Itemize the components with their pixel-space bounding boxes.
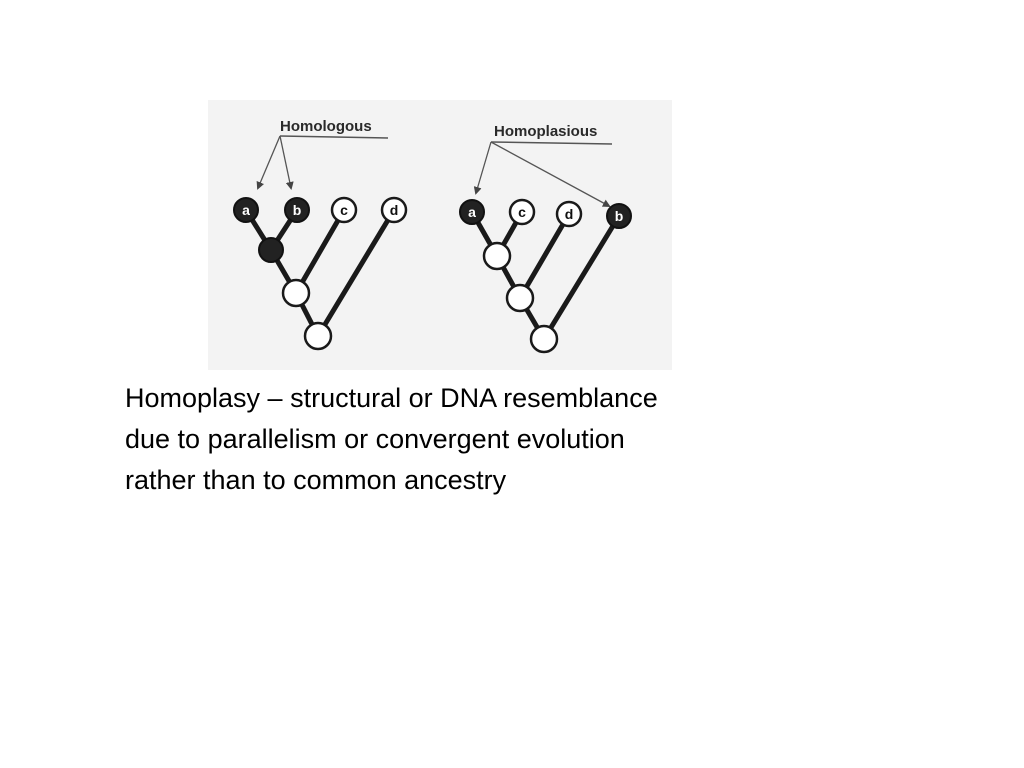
branch-d-to-acd [517, 212, 572, 300]
leaf-label: d [390, 202, 399, 218]
homologous-title: Homologous [280, 118, 372, 135]
homoplasious-title: Homoplasious [494, 123, 597, 140]
homologous-node-ab [258, 237, 284, 263]
homologous-tree: Homologous a b [233, 118, 408, 351]
homoplasious-leaf-b: b [606, 203, 632, 229]
leaf-circle [459, 199, 485, 225]
homologous-leaf-c: c [330, 196, 358, 224]
homoplasious-node-acd [505, 283, 535, 313]
homoplasious-leaf-c: c [508, 198, 536, 226]
leaf-circle [233, 197, 259, 223]
leaf-circle [555, 200, 583, 228]
homologous-leaf-a: a [233, 197, 259, 223]
homoplasy-definition: Homoplasy – structural or DNA resemblanc… [125, 378, 825, 501]
leaf-label: a [468, 204, 476, 220]
homologous-arrow-b [279, 135, 294, 190]
leaf-circle [330, 196, 358, 224]
leaf-circle [606, 203, 632, 229]
homologous-node-abc [281, 278, 311, 308]
leaf-label: a [242, 202, 250, 218]
homoplasious-node-root [529, 324, 559, 354]
homologous-leaf-d: d [380, 196, 408, 224]
leaf-label: c [340, 202, 348, 218]
homoplasious-arrow-a [473, 141, 492, 195]
leaf-label: b [293, 202, 302, 218]
leaf-label: b [615, 208, 624, 224]
homoplasious-tree: Homoplasious a c [459, 123, 632, 354]
homoplasious-title-underline [490, 141, 613, 145]
cladogram-figure: Homologous a b [208, 100, 672, 370]
definition-line-2: due to parallelism or convergent evoluti… [125, 424, 625, 454]
homoplasious-arrow-b [490, 141, 611, 207]
homologous-leaf-b: b [284, 197, 310, 223]
leaf-label: d [565, 206, 574, 222]
homoplasious-leaf-d: d [555, 200, 583, 228]
homoplasious-leaf-a: a [459, 199, 485, 225]
leaf-circle [508, 198, 536, 226]
definition-line-1: Homoplasy – structural or DNA resemblanc… [125, 383, 658, 413]
homoplasious-node-ac [482, 241, 512, 271]
definition-line-3: rather than to common ancestry [125, 465, 507, 495]
leaf-label: c [518, 204, 526, 220]
branch-c-to-abc [293, 208, 347, 295]
branch-d-to-root [315, 208, 397, 338]
homologous-title-underline [279, 135, 389, 139]
leaf-circle [284, 197, 310, 223]
leaf-circle [380, 196, 408, 224]
homologous-arrow-a [256, 135, 281, 190]
branch-b-to-root [541, 214, 622, 341]
homologous-node-root [303, 321, 333, 351]
